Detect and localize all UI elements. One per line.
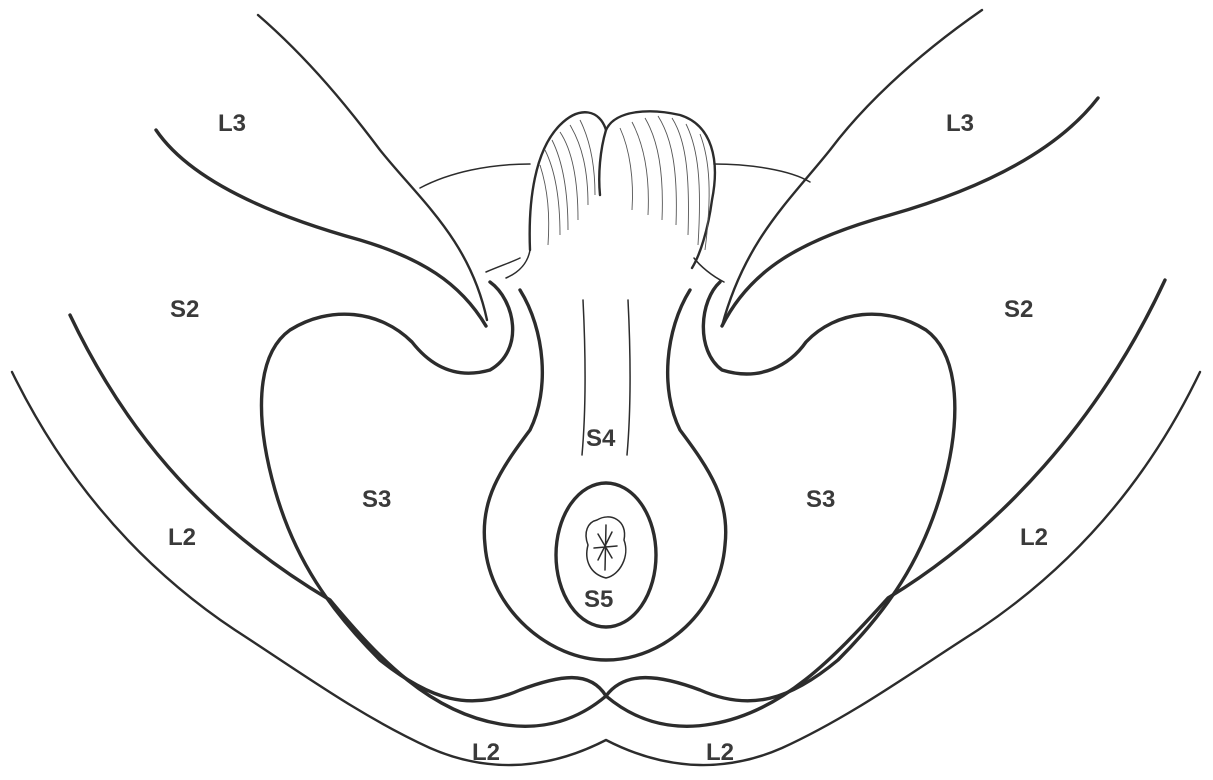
right-s3-boundary <box>606 282 955 701</box>
perineal-raphe-right <box>627 300 630 455</box>
scrotal-arc-right <box>714 164 810 182</box>
left-thigh-line <box>258 15 487 320</box>
label-s2-left: S2 <box>170 296 199 323</box>
scrotal-floor-left <box>486 258 520 272</box>
scrotum <box>506 111 715 278</box>
label-s3-right: S3 <box>806 486 835 513</box>
anus-folds <box>594 525 617 570</box>
scrotal-floor-right <box>694 258 724 282</box>
label-l3-right: L3 <box>946 110 974 137</box>
label-l2-left: L2 <box>168 524 196 551</box>
label-s2-right: S2 <box>1004 296 1033 323</box>
label-s3-left: S3 <box>362 486 391 513</box>
label-l2-right: L2 <box>1020 524 1048 551</box>
label-l3-left: L3 <box>218 110 246 137</box>
scrotum-hatching <box>540 116 709 250</box>
left-l3-s2-boundary <box>156 130 486 326</box>
scrotum-right-outline <box>606 111 715 268</box>
label-s5: S5 <box>584 586 613 613</box>
perineal-raphe-left <box>582 300 585 455</box>
scrotum-base <box>506 250 530 278</box>
label-l2-bottom-left: L2 <box>472 739 500 766</box>
scrotal-arc-left <box>420 164 530 188</box>
label-s4: S4 <box>586 425 616 452</box>
left-s3-boundary <box>261 282 606 701</box>
label-l2-bottom-right: L2 <box>706 739 734 766</box>
